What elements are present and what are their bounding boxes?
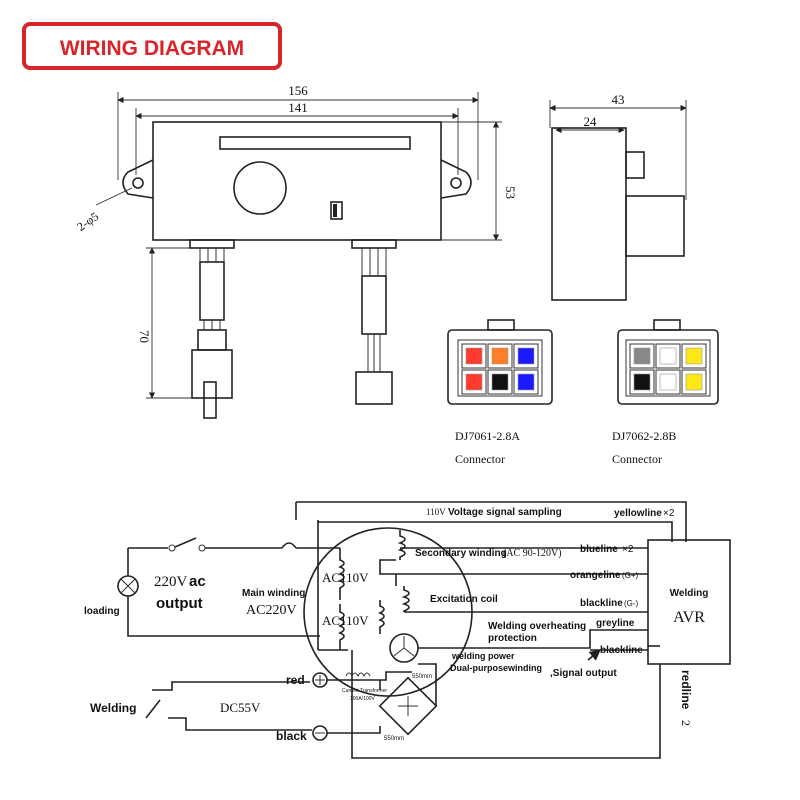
- connector-pin: [517, 347, 535, 365]
- connector-pin: [685, 347, 703, 365]
- ac110-label-a: AC110V: [322, 570, 369, 585]
- schematic: 110V Voltage signal sampling yellowline …: [84, 501, 731, 759]
- dim-lead-length: 70: [137, 330, 152, 343]
- protection-label: protection: [488, 633, 537, 644]
- dc55v-label: DC55V: [220, 700, 261, 715]
- dim-side-inner: 24: [584, 114, 598, 129]
- length-550-a: 550mm: [412, 674, 432, 680]
- connector-label: Connector: [455, 452, 505, 466]
- connector-pin: [517, 373, 535, 391]
- connector-label: Connector: [612, 452, 662, 466]
- secondary-winding-label: Secondary winding: [415, 548, 507, 559]
- current-transformer-spec: 100A/100V: [350, 696, 375, 702]
- connector-pin: [491, 373, 509, 391]
- ac-output-ac: ac: [189, 573, 206, 590]
- orange-line-label: orangeline: [570, 570, 621, 581]
- connector-dj7061: DJ7061-2.8A Connector: [447, 319, 553, 466]
- connector-pin: [659, 347, 677, 365]
- main-winding-voltage: AC220V: [246, 603, 297, 618]
- dim-overall-width: 156: [288, 83, 308, 98]
- connector-pin: [659, 373, 677, 391]
- title-badge: WIRING DIAGRAM: [22, 22, 282, 70]
- connector-dj7062: DJ7062-2.8B Connector: [612, 319, 719, 466]
- red-line-number: 2: [679, 720, 693, 726]
- dim-height: 53: [503, 186, 518, 199]
- connector-pin: [633, 373, 651, 391]
- avr-box: [647, 539, 731, 665]
- dim-side-width: 43: [612, 92, 625, 107]
- dim-hole-spacing: 141: [288, 100, 308, 115]
- red-line-label: redline: [679, 670, 693, 710]
- connector-pin: [465, 347, 483, 365]
- voltage-sampling-value: 110V: [426, 507, 446, 517]
- secondary-winding-range: (AC 90-120V): [503, 548, 562, 559]
- black-terminal-label: black: [276, 729, 307, 743]
- yellow-line-count: ×2: [663, 508, 675, 519]
- avr-title: Welding: [670, 588, 709, 599]
- main-winding-label: Main winding: [242, 588, 305, 599]
- signal-output-label: ,Signal output: [550, 668, 617, 679]
- connector-pin: [685, 373, 703, 391]
- ac-output-word: output: [156, 595, 203, 612]
- avr-label: AVR: [673, 609, 705, 626]
- side-view-drawing: 43 24: [549, 92, 687, 301]
- welding-power-label: welding power: [451, 651, 515, 661]
- dual-purpose-winding-label: Dual-purposewinding: [450, 663, 542, 673]
- black-line-2-label: blackline: [600, 645, 643, 656]
- ac110-label-b: AC110V: [322, 613, 369, 628]
- black-line-label: blackline: [580, 598, 623, 609]
- connector-pin: [633, 347, 651, 365]
- dim-holes: 2-φ5: [74, 209, 101, 234]
- loading-label: loading: [84, 606, 120, 617]
- front-view-drawing: 156 141 2-φ5 53: [74, 83, 518, 419]
- yellow-line-label: yellowline: [614, 508, 662, 519]
- black-line-polarity: (G-): [624, 599, 639, 608]
- connector-pin: [465, 373, 483, 391]
- blue-line-label: blueline: [580, 544, 618, 555]
- connector-pins: [461, 343, 539, 395]
- blue-line-count: ×2: [622, 544, 634, 555]
- welding-label: Welding: [90, 701, 136, 715]
- welding-overheating-label: Welding overheating: [488, 621, 586, 632]
- ac-output-voltage: 220V: [154, 574, 188, 590]
- connector-name: DJ7062-2.8B: [612, 429, 676, 443]
- connector-name: DJ7061-2.8A: [455, 429, 520, 443]
- voltage-sampling-label: Voltage signal sampling: [448, 507, 562, 518]
- excitation-coil-label: Excitation coil: [430, 594, 498, 605]
- page-title: WIRING DIAGRAM: [60, 37, 244, 60]
- current-transformer-label: Current Transformer: [342, 688, 387, 694]
- connector-pins: [629, 343, 707, 395]
- orange-line-polarity: (G+): [622, 571, 639, 580]
- connector-pin: [491, 347, 509, 365]
- red-terminal-label: red: [286, 673, 305, 687]
- grey-line-label: greyline: [596, 618, 635, 629]
- length-550-b: 550mm: [384, 736, 404, 742]
